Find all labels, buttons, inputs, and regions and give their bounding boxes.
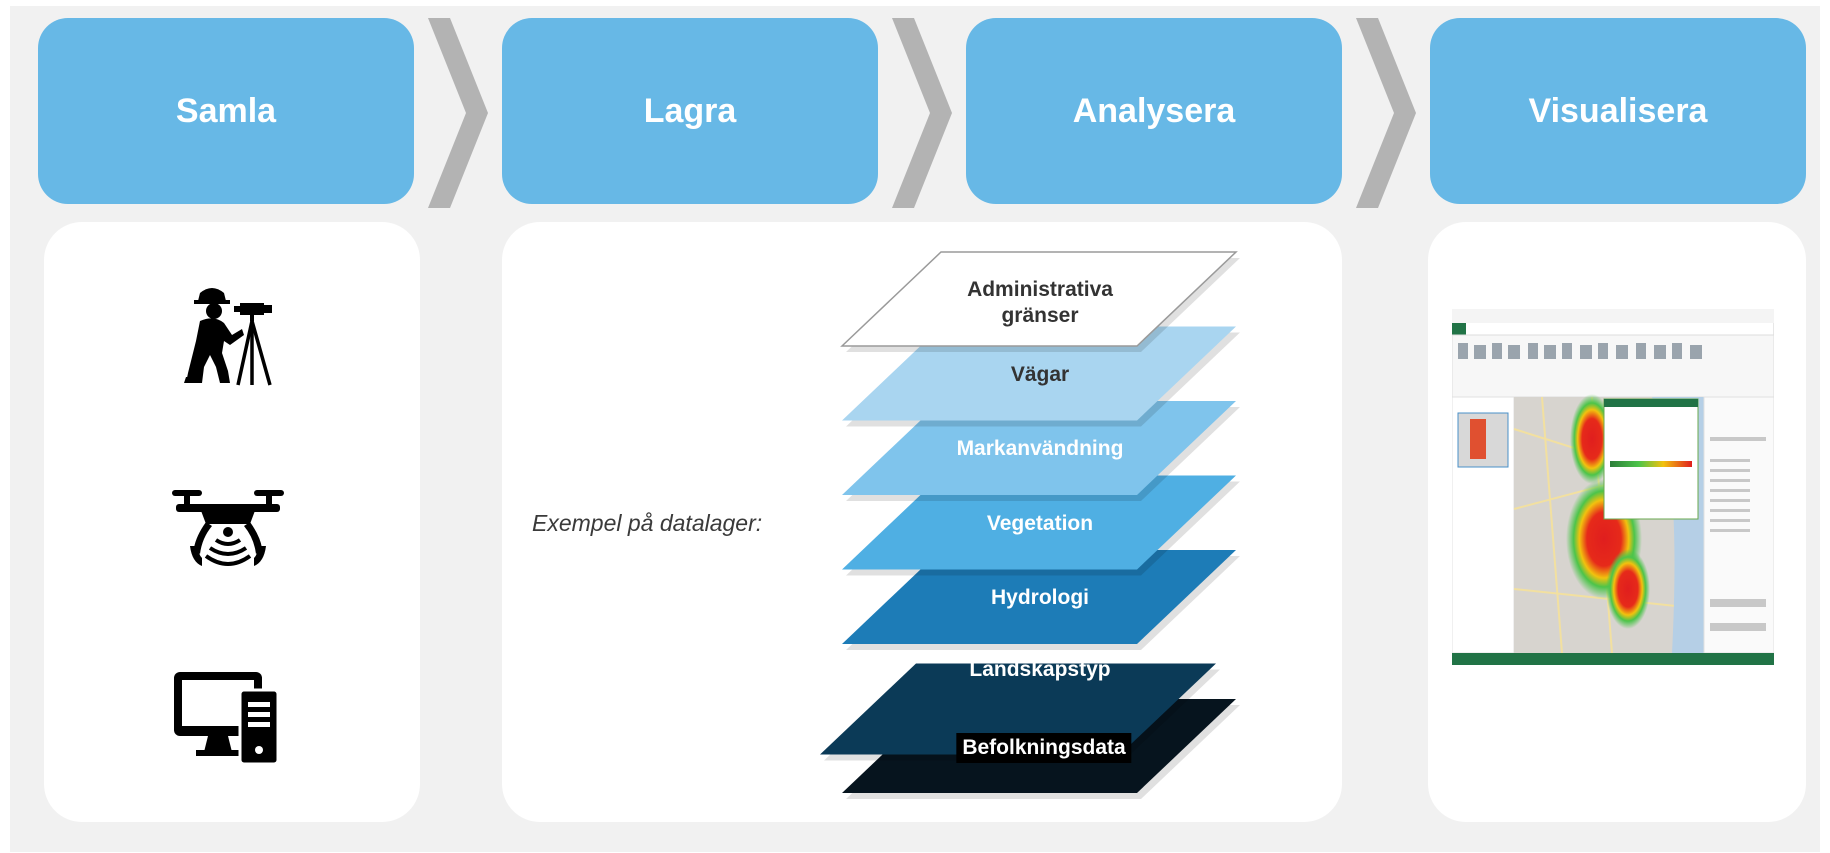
layer-label: Administrativa gränser [967, 278, 1113, 327]
data-layer-6 [820, 663, 1216, 755]
drone-icon [172, 490, 284, 566]
data-layer-2 [842, 326, 1236, 421]
data-layer-4 [842, 475, 1236, 570]
step-label: Analysera [1072, 91, 1236, 130]
layer-label: Landskapstyp [969, 658, 1111, 681]
step-visualisera: Visualisera [1430, 18, 1806, 204]
step-label: Samla [175, 91, 277, 130]
chevron-arrow-icon [428, 18, 488, 208]
visualization-screenshot [1452, 309, 1774, 665]
layer-stack [820, 251, 1240, 799]
layer-label: Befolkningsdata [956, 733, 1132, 763]
data-layer-1 [840, 251, 1238, 347]
surveyor-icon [184, 288, 272, 386]
data-layer-3 [842, 401, 1236, 495]
data-layer-5 [842, 550, 1236, 644]
layer-label: Vegetation [986, 512, 1094, 535]
chevron-arrow-icon [1356, 18, 1416, 208]
chevron-arrow-icon [892, 18, 952, 208]
layer-label: Hydrologi [991, 586, 1089, 609]
computer-icon [174, 672, 280, 764]
step-lagra: Lagra [502, 18, 878, 204]
step-samla: Samla [38, 18, 414, 204]
step-analysera: Analysera [966, 18, 1342, 204]
layer-label: Markanvändning [956, 437, 1124, 460]
step-label: Lagra [643, 91, 737, 130]
layer-label: Vägar [1010, 363, 1070, 386]
layers-caption: Exempel på datalager: [532, 510, 763, 536]
step-label: Visualisera [1528, 91, 1708, 130]
